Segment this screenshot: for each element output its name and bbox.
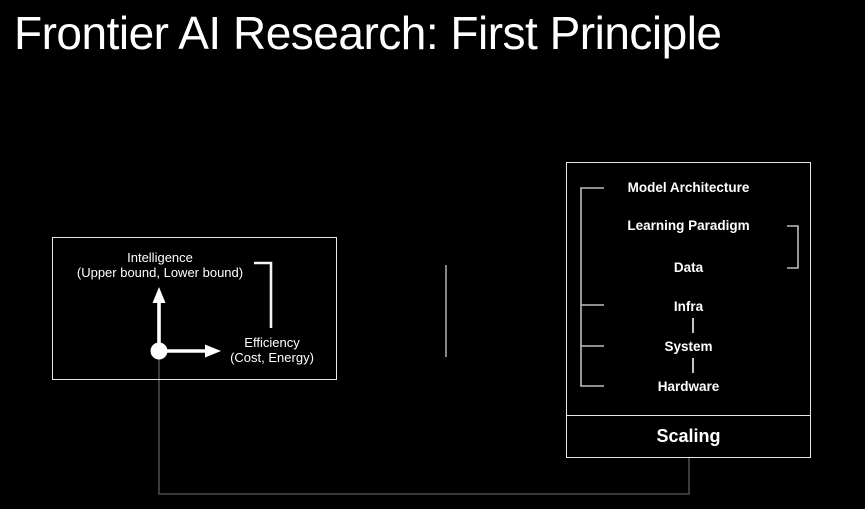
up-arrowhead-icon (152, 287, 166, 303)
y-axis-label-line1: Intelligence (127, 250, 193, 265)
x-axis-label: Efficiency (Cost, Energy) (213, 335, 331, 365)
intelligence-efficiency-box: Intelligence (Upper bound, Lower bound) … (52, 237, 337, 380)
origin-to-scaling-connector-line (158, 358, 690, 495)
pillars-brackets (580, 187, 799, 387)
pillar-data: Data (673, 260, 704, 275)
x-axis-label-line2: (Cost, Energy) (230, 350, 314, 365)
y-axis-label: Intelligence (Upper bound, Lower bound) (55, 250, 265, 280)
origin-dot-icon (150, 342, 168, 360)
scaling-row: Scaling (567, 415, 810, 456)
pillar-system: System (664, 339, 713, 354)
x-axis-label-line1: Efficiency (244, 335, 300, 350)
pillar-learning-paradigm: Learning Paradigm (627, 218, 750, 233)
left-bracket-line (580, 187, 604, 387)
y-axis-label-line2: (Upper bound, Lower bound) (76, 265, 244, 280)
pillar-infra: Infra (673, 299, 704, 314)
pillar-hardware: Hardware (657, 379, 720, 394)
right-bracket-line (787, 225, 799, 269)
label-elbow-line (254, 261, 273, 328)
scaling-label: Scaling (656, 425, 721, 446)
pillars-list: Model Architecture Learning Paradigm Dat… (567, 163, 810, 415)
right-arrowhead-icon (205, 344, 221, 358)
pillar-model-architecture: Model Architecture (627, 180, 750, 195)
pillars-box: Model Architecture Learning Paradigm Dat… (566, 162, 811, 458)
slide-title: Frontier AI Research: First Principle (14, 7, 722, 59)
axes-graphic (150, 261, 273, 360)
